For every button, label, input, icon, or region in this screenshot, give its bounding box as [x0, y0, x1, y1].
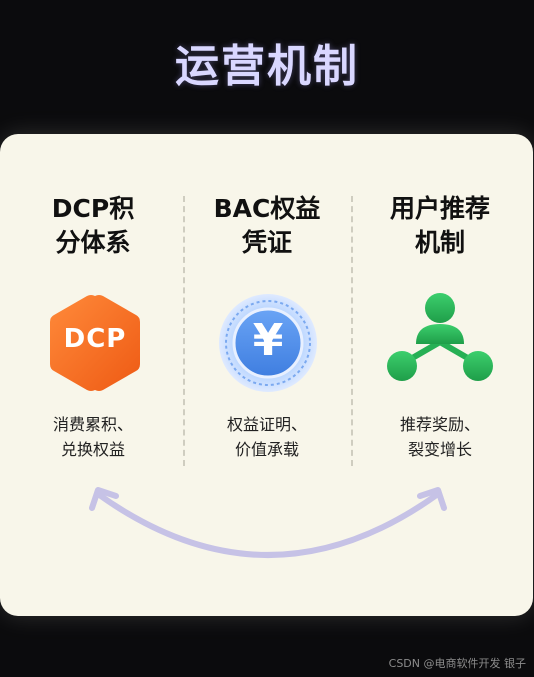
column-description: 推荐奖励、 裂变增长 — [357, 412, 523, 462]
heading-line: 用户推荐 — [389, 194, 490, 223]
heading-line: 机制 — [414, 228, 465, 257]
column-bac-rights: BAC权益 凭证 权益证明、 价值承载 — [184, 134, 350, 474]
description-line: 权益证明、 — [226, 415, 307, 434]
column-heading: DCP积 分体系 — [10, 192, 176, 260]
dashed-divider — [351, 196, 353, 466]
heading-line: 分体系 — [55, 228, 131, 257]
heading-line: BAC权益 — [213, 194, 321, 223]
description-line: 裂变增长 — [407, 440, 472, 459]
column-heading: 用户推荐 机制 — [357, 192, 523, 260]
column-description: 消费累积、 兑换权益 — [10, 412, 176, 462]
dashed-divider — [183, 196, 185, 466]
page-title: 运营机制 — [175, 41, 359, 92]
column-dcp-points: DCP积 分体系 消费累积、 兑换权益 — [10, 134, 176, 474]
description-line: 价值承载 — [234, 440, 299, 459]
referral-network-icon — [382, 292, 498, 392]
column-referral: 用户推荐 机制 推荐奖励、 裂变增长 — [357, 134, 523, 474]
cycle-arrow-icon — [88, 486, 448, 566]
heading-line: DCP积 — [51, 194, 135, 223]
hexagon-icon: DCP — [42, 290, 148, 396]
heading-line: 凭证 — [241, 228, 292, 257]
description-line: 消费累积、 — [52, 415, 133, 434]
watermark: CSDN @电商软件开发 银子 — [388, 657, 526, 670]
mechanism-card: DCP积 分体系 消费累积、 兑换权益 BAC权益 凭证 权益证明、 价值承载 … — [0, 134, 533, 616]
hexagon-label: DCP — [63, 324, 127, 354]
yuan-coin-icon: ¥ — [218, 293, 318, 393]
description-line: 推荐奖励、 — [399, 415, 480, 434]
column-heading: BAC权益 凭证 — [184, 192, 350, 260]
column-description: 权益证明、 价值承载 — [184, 412, 350, 462]
description-line: 兑换权益 — [60, 440, 125, 459]
yuan-symbol: ¥ — [252, 315, 284, 366]
